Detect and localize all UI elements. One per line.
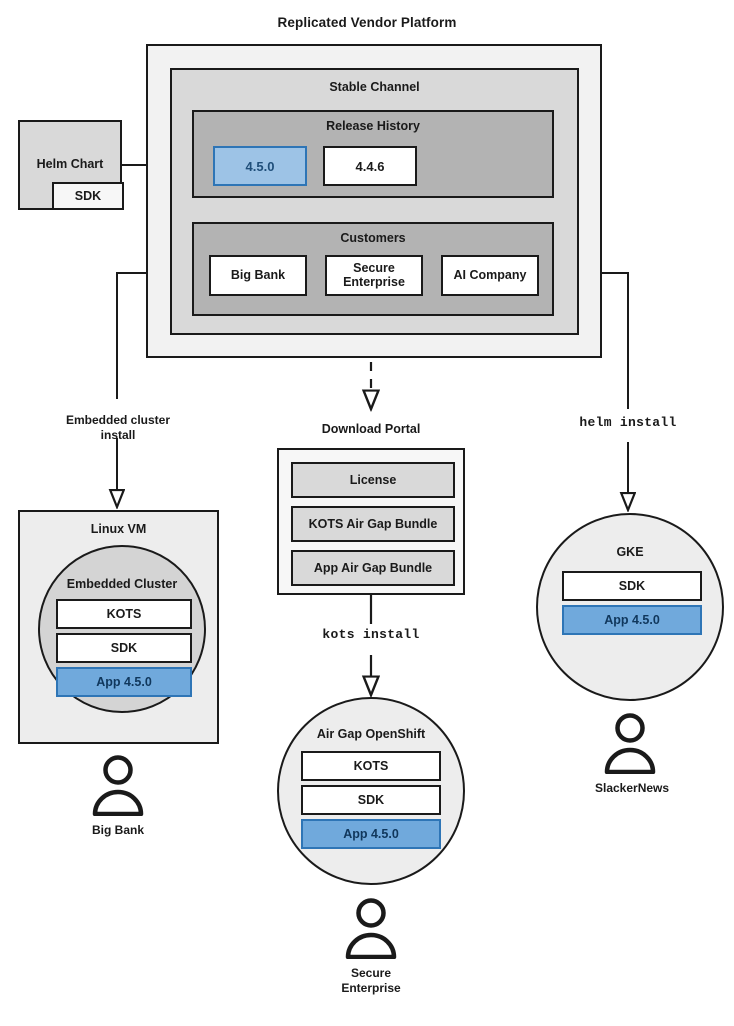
embedded-cluster-title: Embedded Cluster [66, 577, 178, 591]
helm-chart-box[interactable]: Helm Chart SDK [18, 120, 124, 210]
replicated-vendor-platform-panel: Stable Channel Release History 4.5.0 4.4… [146, 44, 602, 358]
release-history-panel: Release History 4.5.0 4.4.6 [192, 110, 554, 198]
gke-circle: GKE SDK App 4.5.0 [536, 513, 724, 701]
helm-chart-sdk-box: SDK [52, 182, 124, 210]
embedded-cluster-circle: Embedded Cluster KOTS SDK App 4.5.0 [38, 545, 206, 713]
release-chip-4-5-0[interactable]: 4.5.0 [213, 146, 307, 186]
customer-ai-company[interactable]: AI Company [441, 255, 539, 296]
gke-title: GKE [616, 545, 644, 559]
portal-artifact-kots-air-gap-bundle[interactable]: KOTS Air Gap Bundle [291, 506, 455, 542]
user-slackernews: SlackerNews [595, 712, 670, 796]
release-chip-4-4-6[interactable]: 4.4.6 [323, 146, 417, 186]
user-label-slackernews: SlackerNews [595, 781, 670, 795]
person-icon [604, 713, 656, 774]
gke-stack-sdk: SDK [562, 571, 702, 601]
portal-artifact-app-air-gap-bundle[interactable]: App Air Gap Bundle [291, 550, 455, 586]
gke-stack-app: App 4.5.0 [562, 605, 702, 635]
release-history-title: Release History [326, 119, 420, 133]
download-portal-title: Download Portal [321, 422, 421, 436]
stable-channel-title: Stable Channel [329, 80, 420, 94]
page-title: Replicated Vendor Platform [277, 15, 457, 30]
user-label-big-bank: Big Bank [91, 823, 144, 837]
linux-vm-title: Linux VM [90, 522, 147, 536]
download-portal-box: License KOTS Air Gap Bundle App Air Gap … [277, 448, 465, 595]
customers-title: Customers [340, 231, 406, 245]
stable-channel-panel: Stable Channel Release History 4.5.0 4.4… [170, 68, 579, 335]
openshift-stack-app: App 4.5.0 [301, 819, 441, 849]
airgap-openshift-title: Air Gap OpenShift [316, 727, 426, 741]
airgap-openshift-circle: Air Gap OpenShift KOTS SDK App 4.5.0 [277, 697, 465, 885]
edge-label-kots-install: kots install [322, 627, 420, 642]
customer-big-bank[interactable]: Big Bank [209, 255, 307, 296]
person-icon [345, 898, 397, 959]
helm-chart-label: Helm Chart [36, 157, 104, 171]
openshift-stack-kots: KOTS [301, 751, 441, 781]
openshift-stack-sdk: SDK [301, 785, 441, 815]
portal-artifact-license[interactable]: License [291, 462, 455, 498]
person-icon [92, 755, 144, 816]
linuxvm-stack-kots: KOTS [56, 599, 192, 629]
edge-label-helm-install: helm install [579, 415, 677, 430]
linux-vm-box: Linux VM Embedded Cluster KOTS SDK App 4… [18, 510, 219, 744]
user-big-bank: Big Bank [83, 754, 153, 838]
linuxvm-stack-app: App 4.5.0 [56, 667, 192, 697]
linuxvm-stack-sdk: SDK [56, 633, 192, 663]
